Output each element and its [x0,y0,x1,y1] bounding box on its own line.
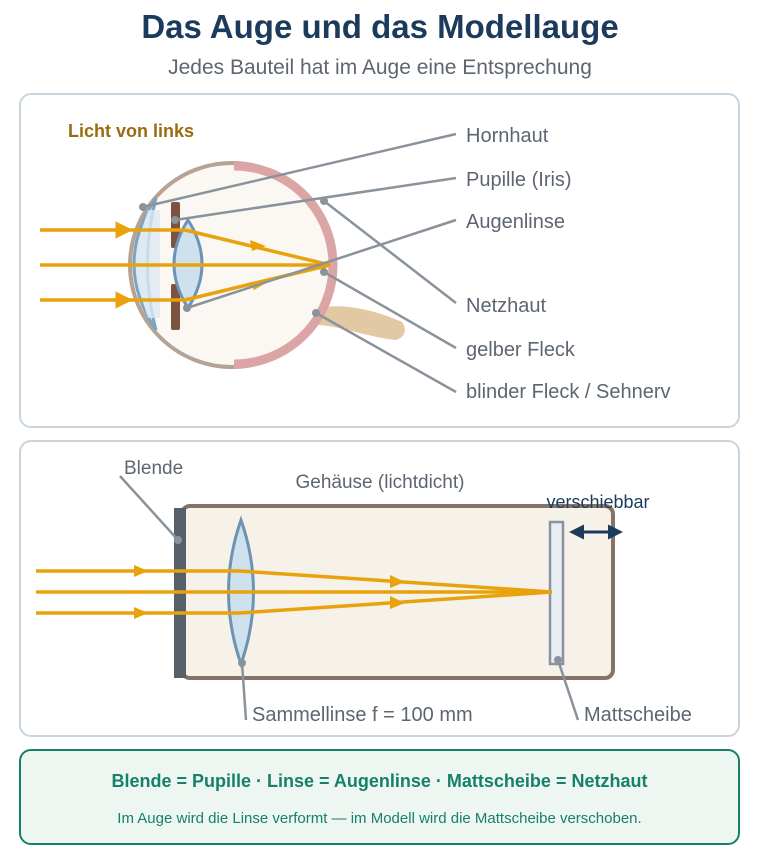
label-yellow-spot: gelber Fleck [466,339,576,361]
summary-note: Im Auge wird die Linse verformt — im Mod… [117,810,642,827]
label-pupil: Pupille (Iris) [466,169,572,191]
eye-ray-arrowhead-top [250,240,266,251]
label-model-lens: Sammellinse f = 100 mm [252,704,473,726]
page-subtitle: Jedes Bauteil hat im Auge eine Entsprech… [168,56,592,79]
label-housing: Gehäuse (lichtdicht) [296,472,465,493]
summary-box: Blende = Pupille · Linse = Augenlinse · … [19,749,740,845]
model-leader-dots [174,536,562,667]
dot-yellow-spot [320,268,328,276]
summary-equivalences: Blende = Pupille · Linse = Augenlinse · … [111,771,648,791]
model-leader-lines [119,475,580,721]
leader-cornea [142,132,457,209]
dot-retina [320,197,328,205]
leader-screen [556,659,580,721]
model-arrowhead-bottom-in [134,607,148,619]
light-direction-label: Licht von links [68,121,194,141]
model-panel [19,440,740,737]
label-cornea: Hornhaut [466,125,549,147]
model-arrowhead-top-out [390,575,405,588]
leader-blind-spot [315,311,457,394]
label-aperture: Blende [124,458,183,479]
leader-retina [323,200,457,304]
leader-aperture [119,475,179,541]
dot-cornea [139,203,147,211]
optic-nerve [312,306,405,340]
leader-model-lens [240,662,248,721]
leader-yellow-spot [323,270,457,350]
dot-pupil [171,216,179,224]
dot-model-lens [238,659,246,667]
dot-screen [554,656,562,664]
label-eye-lens: Augenlinse [466,211,565,233]
label-screen: Mattscheibe [584,704,692,726]
leader-pupil [174,176,457,222]
retina-arc [233,161,338,369]
dot-blind-spot [312,309,320,317]
dot-aperture [174,536,182,544]
iris-bottom [171,284,180,330]
model-arrowhead-top-in [134,565,148,577]
dot-lens [183,304,191,312]
model-ray-arrowheads [134,565,405,619]
eye-leader-lines [142,132,457,394]
leader-lens [186,218,457,310]
model-arrowhead-bottom-out [390,596,405,609]
label-blind-spot: blinder Fleck / Sehnerv [466,381,671,403]
page-title: Das Auge und das Modellauge [141,8,619,45]
iris-top [171,202,180,248]
eye-leader-dots [139,197,328,317]
label-retina: Netzhaut [466,295,546,317]
label-movable: verschiebbar [546,492,649,512]
